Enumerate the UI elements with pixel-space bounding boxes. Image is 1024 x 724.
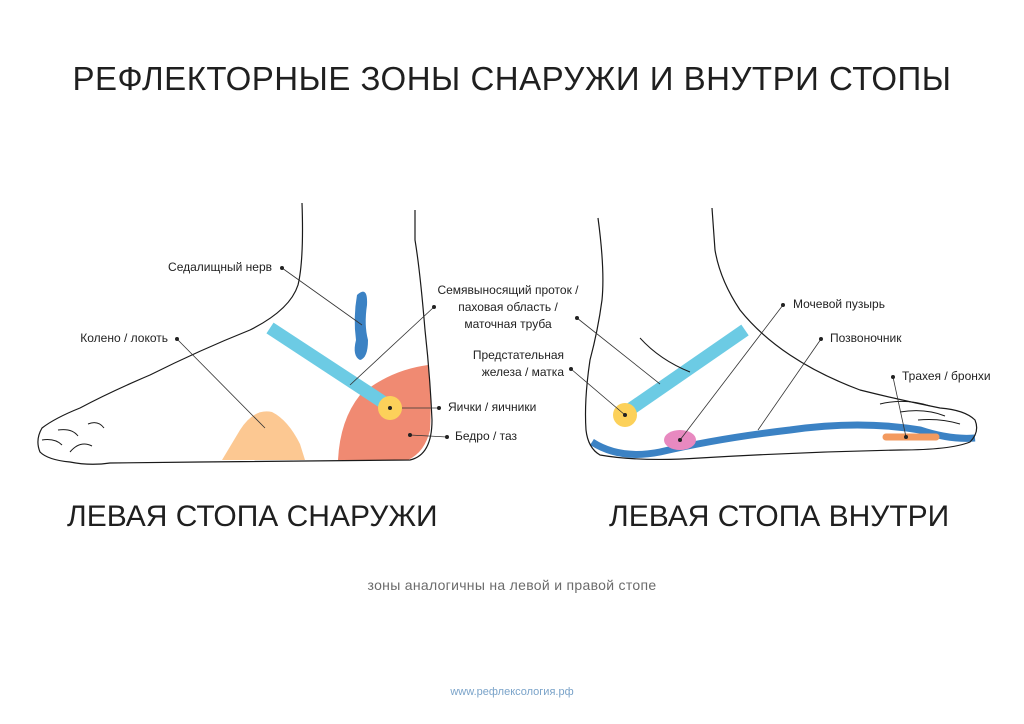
label-bladder: Мочевой пузырь [793,297,885,311]
label-prostate-line2: железа / матка [482,365,565,379]
knee-zone [222,411,305,460]
left-foot [37,202,433,465]
label-duct-line2: паховая область / [458,300,558,314]
left-leaders [176,267,448,438]
left-leader-dots [175,266,449,439]
right-ankle-line [639,337,691,373]
right-foot-outline [584,207,978,461]
label-duct-line3: маточная труба [464,317,552,331]
right-foot-caption: ЛЕВАЯ СТОПА ВНУТРИ [609,500,950,533]
page-title: РЕФЛЕКТОРНЫЕ ЗОНЫ СНАРУЖИ И ВНУТРИ СТОПЫ [72,60,952,97]
right-foot [584,207,978,461]
label-hip-pelvis: Бедро / таз [455,429,518,443]
label-testes-ovaries: Яички / яичники [448,400,536,414]
duct-zone [266,322,396,414]
website-link[interactable]: www.рефлексология.рф [450,686,574,698]
left-foot-caption: ЛЕВАЯ СТОПА СНАРУЖИ [67,500,438,533]
right-leader-dots [569,303,908,442]
label-trachea-bronchi: Трахея / бронхи [902,369,991,383]
spine-zone [590,421,976,458]
left-toe-lines [41,422,105,453]
right-leaders [570,304,907,441]
label-spine: Позвоночник [830,331,902,345]
label-sciatic-nerve: Седалищный нерв [168,260,272,274]
footnote: зоны аналогичны на левой и правой стопе [367,577,657,593]
left-foot-outline [37,202,433,465]
sciatic-nerve-zone [354,291,368,360]
label-prostate-line1: Предстательная [473,348,564,362]
duct-zone-inner [618,324,749,421]
label-duct-line1: Семявыносящий проток / [437,283,579,297]
right-toe-lines [879,400,961,425]
label-knee-elbow: Колено / локоть [80,331,168,345]
